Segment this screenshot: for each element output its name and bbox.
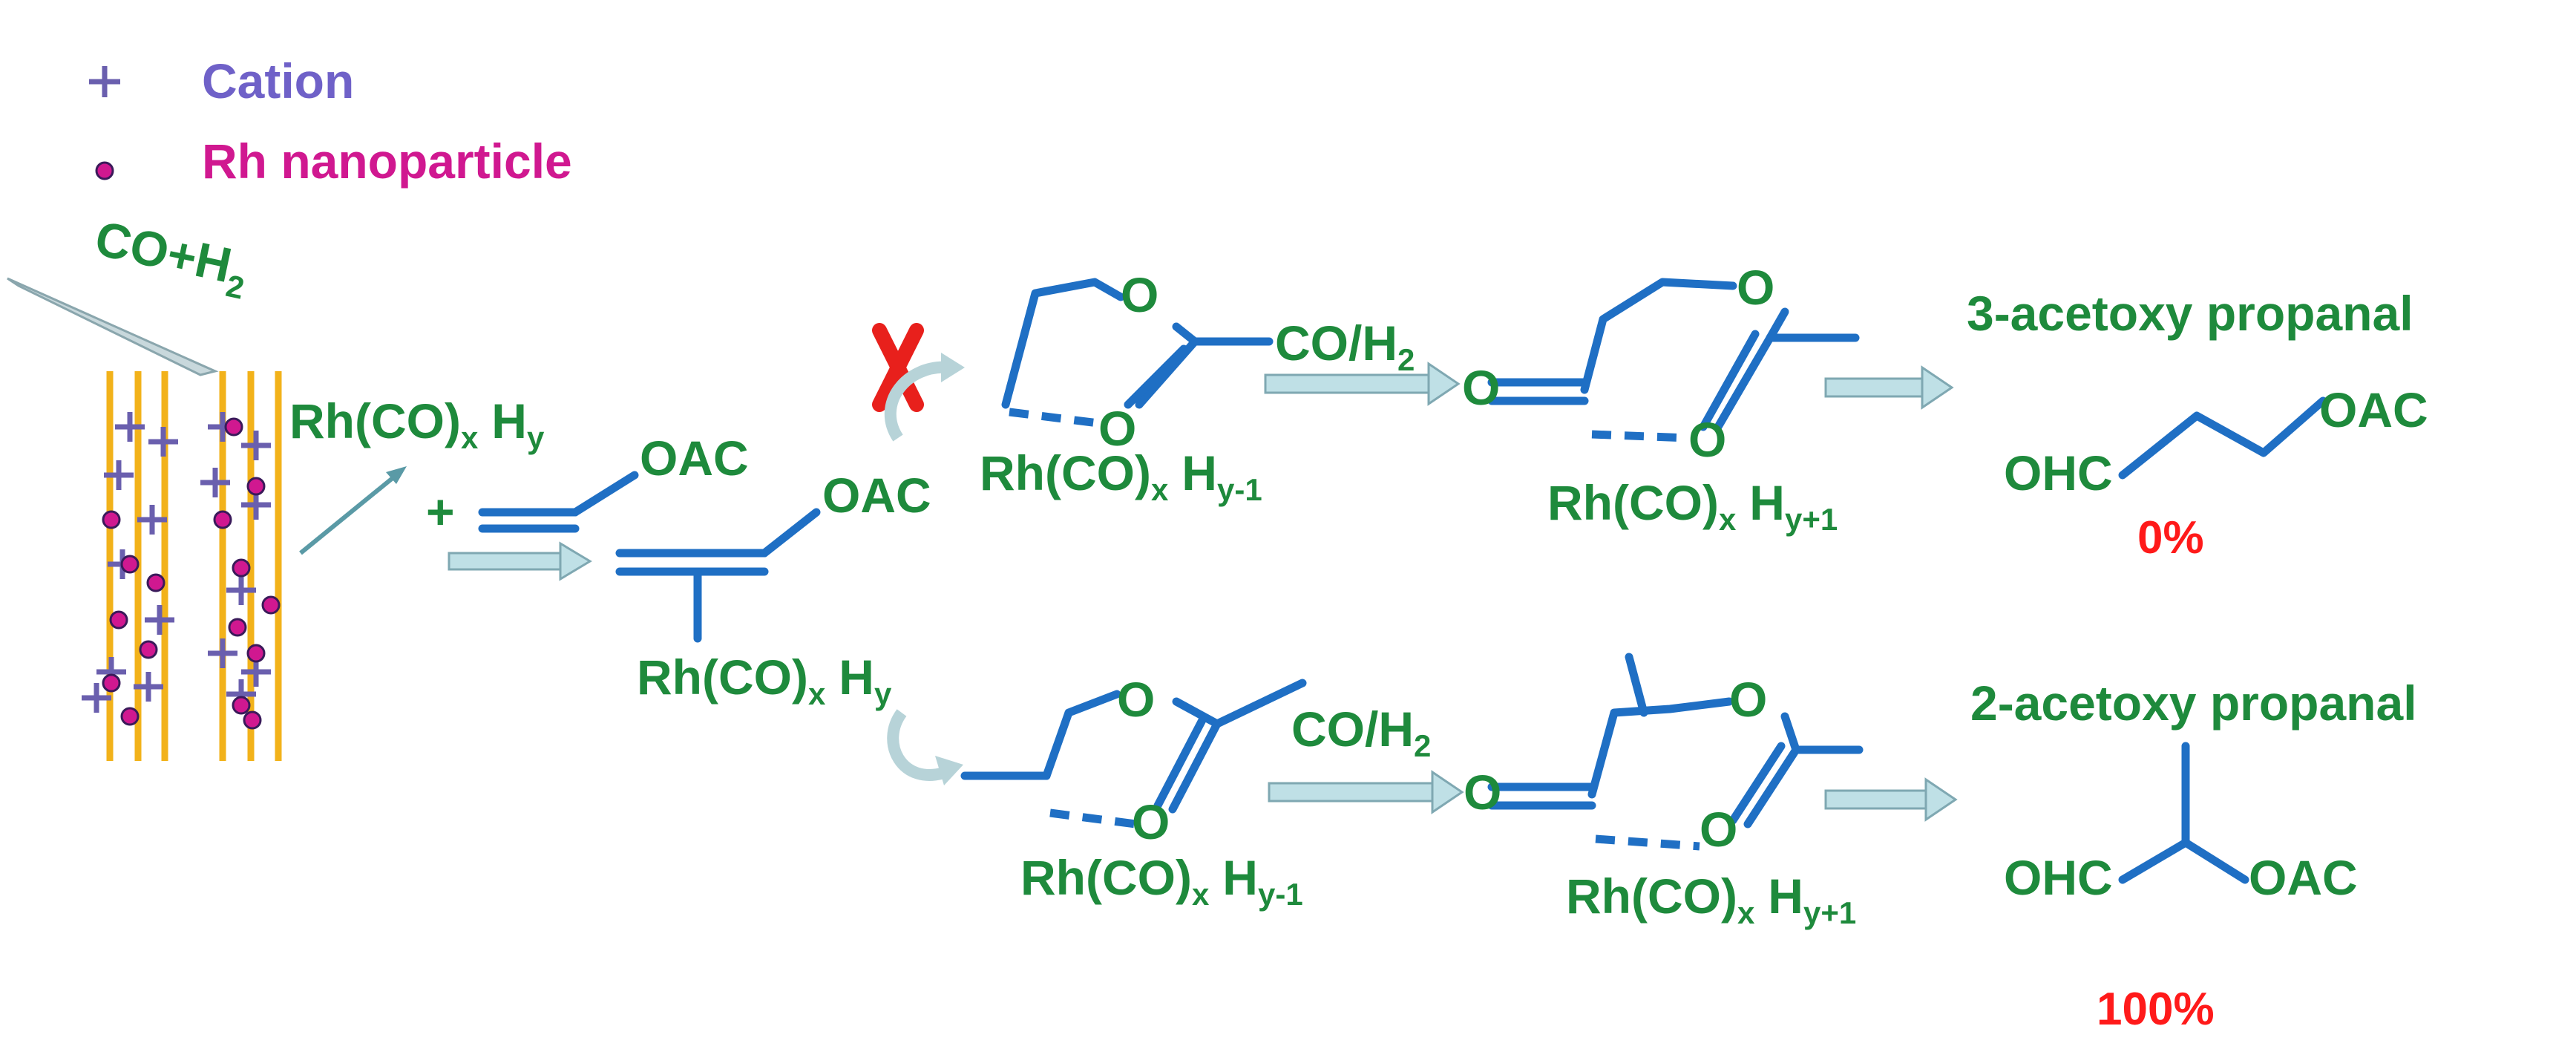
curved-arrow-bottom-icon — [887, 709, 948, 781]
substrate-plus: + — [426, 484, 455, 539]
top-ring-1 — [1001, 278, 1274, 428]
bottom-ring2-o2: O — [1700, 802, 1737, 857]
top-ring1-o1: O — [1121, 267, 1158, 322]
rh-particle-icon — [120, 707, 140, 726]
curved-arrowhead-bottom-icon — [935, 756, 963, 785]
cation-mark-icon — [145, 605, 174, 635]
rh-particle-icon — [224, 417, 243, 437]
bottom-product-oac: OAC — [2249, 850, 2358, 905]
cation-mark-icon — [148, 427, 178, 457]
vinyl-acetate — [478, 471, 639, 533]
alkyl-rh-intermediate — [615, 508, 821, 643]
rh-particle-icon — [102, 510, 121, 529]
bottom-product-skeleton — [2118, 742, 2249, 884]
rh-particle-icon — [228, 618, 247, 637]
cation-mark-icon — [82, 683, 111, 713]
legend-cation-label: Cation — [202, 53, 354, 108]
process-arrow-4 — [1268, 770, 1464, 814]
rh-particle-icon — [120, 555, 140, 574]
rh-particle-icon — [109, 610, 128, 630]
cation-mark-icon — [226, 575, 256, 605]
cation-mark-icon — [200, 468, 230, 497]
bottom-product-title: 2-acetoxy propanal — [1970, 676, 2417, 731]
bottom-product-ohc: OHC — [2004, 850, 2113, 905]
cation-mark-icon — [115, 412, 145, 442]
catalyst-pores — [82, 371, 282, 761]
cation-mark-icon — [241, 431, 271, 460]
top-product-ohc: OHC — [2004, 445, 2113, 500]
rh-particle-icon — [146, 573, 165, 592]
release-arrowhead-icon — [386, 466, 407, 484]
bottom-co-h2: CO/H2 — [1291, 702, 1431, 763]
curved-arrowhead-icon — [941, 353, 965, 382]
feed-gas-label: CO+H2 — [88, 210, 253, 305]
rh-particle-icon — [232, 696, 251, 715]
intermediate-oac: OAC — [822, 468, 931, 523]
release-arrow-icon — [299, 469, 402, 555]
process-arrow-1 — [448, 541, 592, 581]
gas-flow-icon — [7, 277, 219, 376]
top-product-skeleton — [2118, 396, 2327, 480]
rh-particle-icon — [261, 595, 281, 615]
process-arrow-5 — [1824, 777, 1958, 822]
top-ring1-o2: O — [1098, 401, 1136, 456]
bottom-ring2-exo-o: O — [1464, 765, 1501, 820]
curved-arrow-icon — [884, 361, 951, 442]
substrate-oac: OAC — [640, 431, 749, 486]
bottom-ring-2 — [1487, 653, 1864, 851]
rh-particle-icon — [102, 673, 121, 693]
red-x-icon — [872, 323, 924, 412]
top-ring2-exo-o: O — [1462, 360, 1500, 415]
rh-particle-icon — [246, 644, 266, 663]
bottom-ring-1 — [960, 679, 1307, 829]
rh-particle-icon — [243, 710, 262, 730]
cation-mark-icon — [104, 460, 134, 490]
process-arrow-3 — [1824, 365, 1954, 410]
bottom-ring2-o1: O — [1729, 672, 1767, 727]
cation-mark-icon — [134, 672, 163, 702]
rh-particle-icon — [213, 510, 232, 529]
cation-mark-icon — [137, 505, 167, 535]
top-ring2-o2: O — [1688, 412, 1726, 467]
top-ring2-o1: O — [1737, 260, 1774, 315]
rh-particle-icon — [232, 558, 251, 578]
legend-rh-label: Rh nanoparticle — [202, 134, 572, 189]
top-product-oac: OAC — [2319, 382, 2428, 437]
rh-particle-icon — [139, 640, 158, 659]
top-product-yield: 0% — [2137, 512, 2204, 563]
feed-gas: CO+H2 — [7, 210, 253, 376]
cation-mark-icon — [208, 638, 237, 668]
top-ring-2 — [1487, 278, 1860, 442]
process-arrow-2 — [1264, 362, 1461, 406]
top-product-title: 3-acetoxy propanal — [1967, 286, 2413, 341]
rh-particle-icon — [246, 477, 266, 496]
pore-particles — [82, 412, 281, 730]
rh-nanoparticle-icon — [95, 161, 114, 180]
cation-plus-icon — [89, 66, 120, 97]
bottom-ring1-o2: O — [1132, 794, 1170, 849]
bottom-ring1-o1: O — [1117, 672, 1155, 727]
bottom-product-yield: 100% — [2097, 984, 2215, 1035]
top-co-h2: CO/H2 — [1275, 316, 1415, 377]
legend: Cation Rh nanoparticle — [89, 53, 572, 189]
